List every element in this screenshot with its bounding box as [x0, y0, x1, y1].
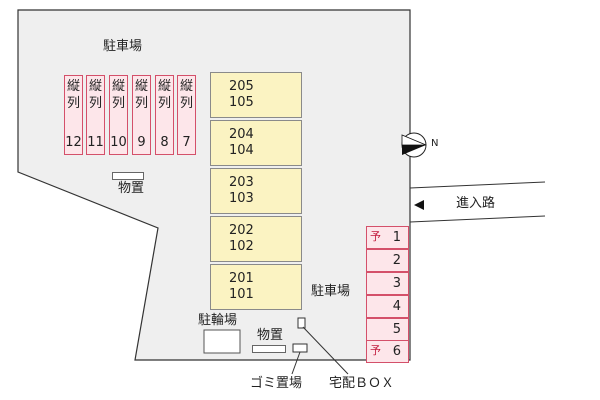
unit-lower-number: 102 [229, 239, 254, 254]
slot-text-line2: 列 [111, 96, 125, 111]
slot-number: 11 [87, 135, 104, 150]
parking-label-right: 駐車場 [311, 284, 351, 299]
unit-upper-number: 205 [229, 79, 254, 94]
unit-upper-number: 204 [229, 127, 254, 142]
slot-number: 9 [137, 135, 146, 150]
garbage-area-marker [292, 343, 308, 353]
unit-202-102: 202 102 [210, 216, 302, 262]
parking-label-top: 駐車場 [103, 39, 143, 54]
entrance-road-label: 進入路 [456, 196, 496, 211]
slot-number: 5 [392, 322, 401, 337]
unit-lower-number: 101 [229, 287, 254, 302]
storage-label-bottom: 物置 [257, 328, 284, 343]
delivery-box-label: 宅配ＢＯＸ [329, 376, 395, 391]
north-label: N [431, 138, 439, 149]
parking-slot-12: 縦 列 12 [64, 75, 83, 155]
unit-204-104: 204 104 [210, 120, 302, 166]
unit-lower-number: 105 [229, 95, 254, 110]
slot-number: 2 [392, 253, 401, 268]
slot-text-line2: 列 [66, 96, 80, 111]
access-road-top-edge [409, 181, 546, 189]
slot-number: 10 [110, 135, 127, 150]
slot-text-line1: 縦 [111, 79, 125, 94]
slot-text-line2: 列 [157, 96, 171, 111]
slot-text-line1: 縦 [157, 79, 171, 94]
slot-number: 12 [65, 135, 82, 150]
bicycle-parking-label: 駐輪場 [198, 313, 238, 328]
unit-201-101: 201 101 [210, 264, 302, 310]
parking-slot-3: 3 [366, 272, 409, 295]
slot-number: 4 [392, 299, 401, 314]
slot-text-line2: 列 [179, 96, 193, 111]
garbage-area-label: ゴミ置場 [250, 376, 303, 391]
bicycle-parking-area [203, 329, 241, 354]
parking-slot-4: 4 [366, 295, 409, 318]
storage-label-left: 物置 [118, 181, 145, 196]
slot-number: 8 [160, 135, 169, 150]
unit-lower-number: 103 [229, 191, 254, 206]
unit-205-105: 205 105 [210, 72, 302, 118]
unit-lower-number: 104 [229, 143, 254, 158]
slot-text-line1: 縦 [134, 79, 148, 94]
delivery-box-leader [302, 326, 349, 375]
slot-text-line2: 列 [88, 96, 102, 111]
parking-slot-9: 縦 列 9 [132, 75, 151, 155]
parking-slot-2: 2 [366, 249, 409, 272]
unit-203-103: 203 103 [210, 168, 302, 214]
parking-slot-7: 縦 列 7 [177, 75, 196, 155]
unit-upper-number: 202 [229, 223, 254, 238]
parking-slot-8: 縦 列 8 [155, 75, 174, 155]
access-road-bottom-edge [409, 215, 546, 223]
slot-number: 7 [182, 135, 191, 150]
storage-shed-left-box [112, 172, 144, 180]
entrance-arrow-icon [414, 200, 424, 210]
slot-text-line2: 列 [134, 96, 148, 111]
slot-text-line1: 縦 [179, 79, 193, 94]
parking-slot-6: 予 6 [366, 340, 409, 363]
storage-shed-bottom-box [252, 345, 286, 353]
reserved-mark: 予 [370, 344, 381, 357]
slot-text-line1: 縦 [88, 79, 102, 94]
slot-number: 3 [392, 276, 401, 291]
garbage-leader [291, 351, 301, 375]
parking-slot-1: 予 1 [366, 226, 409, 249]
unit-upper-number: 201 [229, 271, 254, 286]
slot-number: 1 [392, 230, 401, 245]
reserved-mark: 予 [370, 230, 381, 243]
north-compass-icon [401, 132, 427, 158]
parking-slot-10: 縦 列 10 [109, 75, 128, 155]
unit-upper-number: 203 [229, 175, 254, 190]
slot-text-line1: 縦 [66, 79, 80, 94]
parking-slot-11: 縦 列 11 [86, 75, 105, 155]
delivery-box-marker [297, 317, 306, 329]
slot-number: 6 [392, 344, 401, 359]
parking-slot-5: 5 [366, 318, 409, 341]
